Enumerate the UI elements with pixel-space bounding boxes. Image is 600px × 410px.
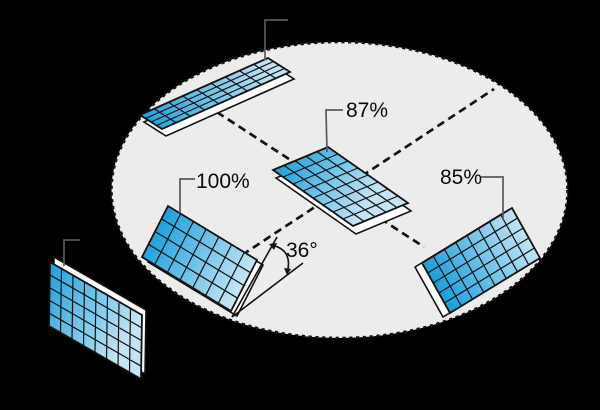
tilt-angle-annotation: 36°: [231, 236, 318, 318]
solar-panels-layer: [48, 56, 542, 381]
left-tilted-solar-panel-grid: [148, 213, 251, 304]
back-left-solar-panel: [138, 56, 296, 137]
back-left-solar-panel-grid: [145, 60, 285, 127]
labels-layer: 87% 100% 85%: [196, 99, 482, 193]
angle-rays: [231, 236, 304, 318]
angle-arc: [274, 245, 290, 270]
front-left-solar-panel-grid: [48, 268, 143, 373]
flat-center-solar-panel-grid: [282, 151, 399, 222]
right-tilted-solar-panel-grid: [427, 214, 535, 307]
leader-line-back-left-panel: [264, 19, 288, 60]
optimal-panel-efficiency-label: 100%: [196, 170, 250, 193]
leader-line-flat-panel: [325, 109, 343, 153]
leader-lines-layer: [63, 19, 504, 266]
angle-arrow-up-icon: [269, 243, 277, 250]
flat-center-solar-panel: [271, 145, 413, 235]
angle-arrow-down-icon: [284, 268, 291, 275]
orientation-dashed-line-sw-ne: [241, 87, 495, 257]
right-tilted-solar-panel: [413, 206, 542, 319]
front-left-solar-panel: [48, 255, 147, 381]
left-tilted-solar-panel: [140, 204, 265, 318]
leader-line-right-panel: [480, 176, 504, 220]
leader-line-left-panel: [179, 178, 195, 213]
leader-line-front-left-panel: [63, 239, 80, 266]
tilt-angle-label: 36°: [286, 239, 318, 262]
flat-panel-efficiency-label: 87%: [346, 99, 388, 122]
right-panel-efficiency-label: 85%: [440, 166, 482, 189]
